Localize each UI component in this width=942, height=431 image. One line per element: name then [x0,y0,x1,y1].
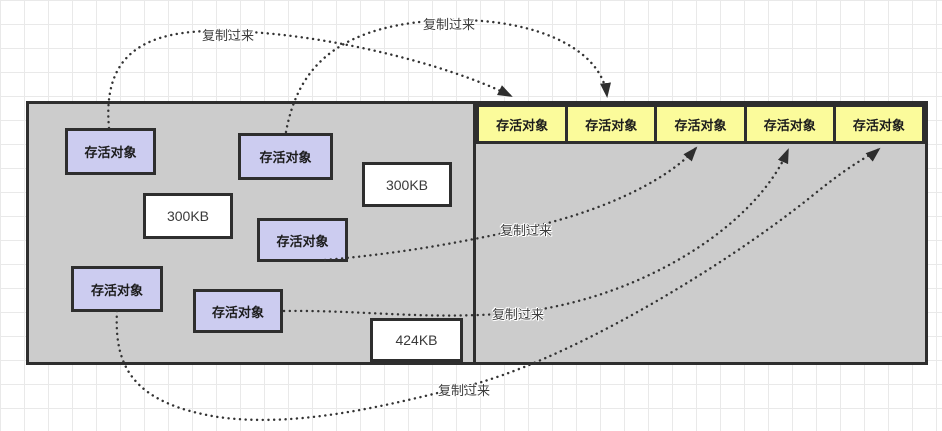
copied-object-cell-4[interactable]: 存活对象 [743,104,836,144]
copy-arrow-4[interactable] [282,148,790,317]
size-block-300kb-right[interactable]: 300KB [362,162,452,207]
copy-arrow-3[interactable] [323,146,698,262]
survivor-object-box-1[interactable]: 存活对象 [65,128,156,175]
survivor-object-box-2[interactable]: 存活对象 [238,133,333,180]
copied-cells-row: 存活对象 存活对象 存活对象 存活对象 存活对象 [476,104,926,144]
copy-arrow-5[interactable] [115,147,881,422]
copy-arrow-label-2[interactable]: 复制过来 [423,17,476,32]
copy-arrow-2[interactable] [284,18,611,134]
copied-object-cell-2[interactable]: 存活对象 [565,104,658,144]
size-block-424kb[interactable]: 424KB [370,318,463,362]
copy-arrow-label-4[interactable]: 复制过来 [492,307,545,322]
copy-arrow-label-3[interactable]: 复制过来 [500,223,553,238]
copied-object-cell-3[interactable]: 存活对象 [654,104,747,144]
copied-object-cell-5[interactable]: 存活对象 [832,104,926,144]
survivor-object-box-3[interactable]: 存活对象 [257,218,348,262]
copied-object-cell-1[interactable]: 存活对象 [476,104,569,144]
survivor-object-box-5[interactable]: 存活对象 [193,289,283,333]
survivor-object-box-4[interactable]: 存活对象 [71,266,163,312]
copy-arrow-label-5[interactable]: 复制过来 [438,383,491,398]
target-memory-region[interactable] [473,101,928,365]
size-block-300kb-left[interactable]: 300KB [143,193,233,239]
copy-arrow-label-1[interactable]: 复制过来 [202,28,255,43]
